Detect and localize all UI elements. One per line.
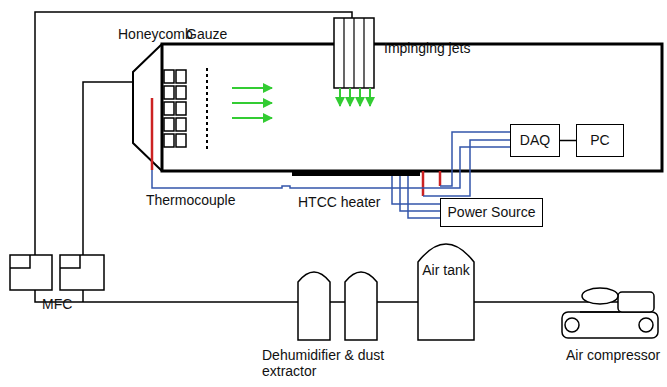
test-section bbox=[162, 44, 662, 171]
air-line bbox=[83, 82, 133, 255]
thermocouple bbox=[439, 171, 442, 186]
pc-box: PC bbox=[576, 124, 624, 157]
mfc-symbol bbox=[10, 255, 104, 290]
part-label: MFC bbox=[42, 296, 72, 312]
dehumidifier-tank bbox=[298, 272, 330, 340]
gauze bbox=[206, 68, 208, 150]
part-label: Honeycomb bbox=[118, 26, 193, 42]
node-text: Air tank bbox=[422, 262, 469, 278]
part-label: Air compressor bbox=[566, 347, 660, 363]
power-source-box: Power Source bbox=[440, 198, 543, 227]
part-label: Dehumidifier & dust extractor bbox=[262, 347, 442, 379]
flow-arrows bbox=[232, 88, 272, 118]
thermocouple bbox=[422, 171, 425, 196]
node-text: DAQ bbox=[520, 132, 550, 148]
honeycomb bbox=[164, 70, 186, 147]
jet-tubes bbox=[334, 18, 374, 88]
daq-box: DAQ bbox=[510, 124, 560, 157]
thermocouple bbox=[151, 98, 154, 170]
node-text: Power Source bbox=[448, 204, 536, 220]
jet-tubes bbox=[344, 18, 364, 88]
part-label: HTCC heater bbox=[298, 194, 380, 210]
contraction-nozzle bbox=[133, 44, 162, 171]
air-compressor bbox=[562, 288, 658, 338]
part-label: Thermocouple bbox=[146, 192, 236, 208]
heater-plate bbox=[292, 171, 420, 176]
connector bbox=[560, 140, 576, 142]
air-tank-shape bbox=[418, 244, 474, 340]
part-label: Impinging jets bbox=[384, 40, 470, 56]
air-line bbox=[35, 12, 352, 255]
jet-arrows bbox=[340, 88, 370, 106]
air-tank: Air tank bbox=[418, 262, 474, 302]
node-text: PC bbox=[590, 132, 609, 148]
part-label: Gauze bbox=[186, 26, 227, 42]
air-pipe bbox=[82, 290, 84, 302]
dust-extractor-tank bbox=[345, 272, 377, 340]
